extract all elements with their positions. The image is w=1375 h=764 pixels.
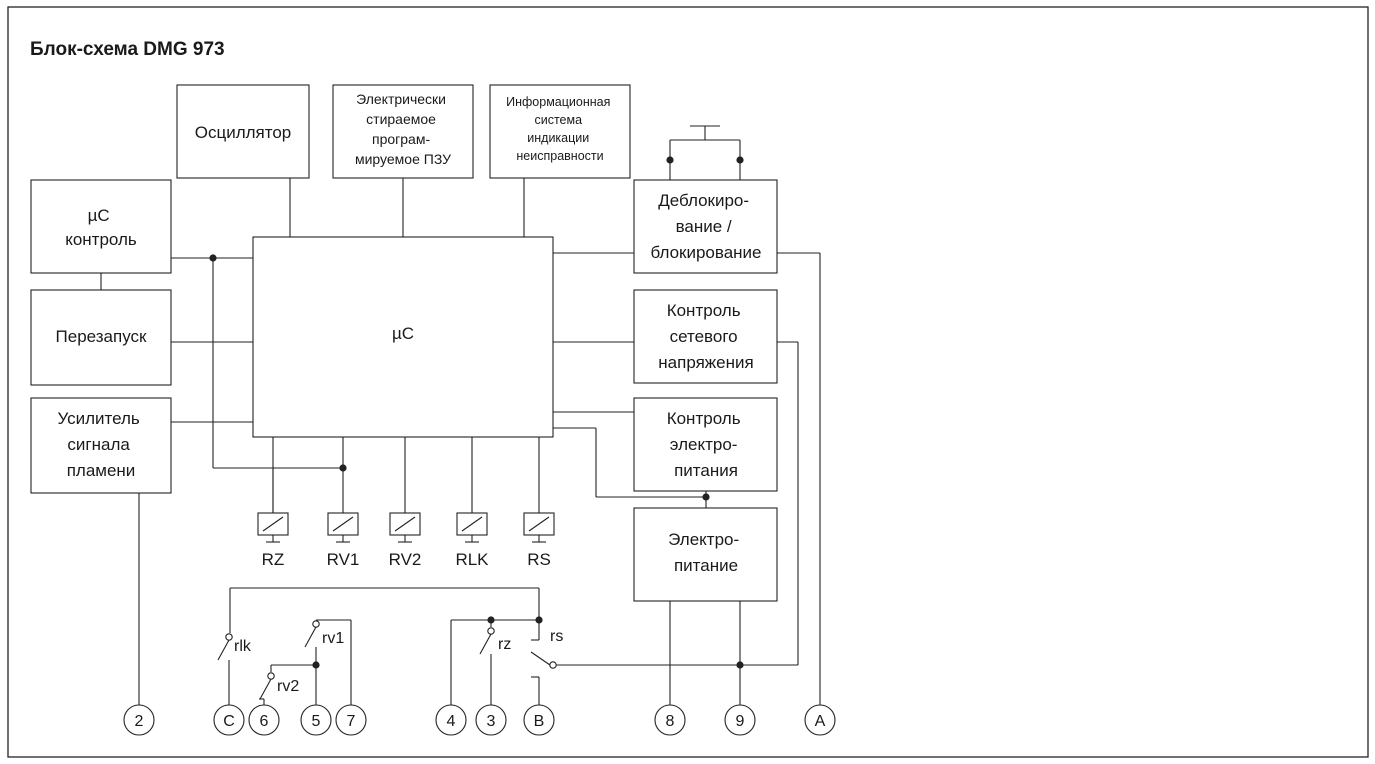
unlock-block: [633, 179, 778, 274]
switch-pivots: [225, 620, 557, 680]
diagram-title: Блок-схема DMG 973: [30, 39, 225, 60]
mains-control-label: Контроль сетевого напряжения: [658, 301, 753, 372]
power-control-label: Контроль электро- питания: [667, 409, 746, 480]
uc-control-label: µC контроль: [65, 206, 137, 249]
wires: [30, 84, 821, 705]
switch-label-rz: rz: [498, 636, 511, 653]
switch-label-rs: rs: [550, 628, 563, 645]
junctions: [209, 156, 744, 669]
terminal-label: A: [815, 713, 826, 730]
terminal-label: B: [534, 713, 545, 730]
power-supply-block: [633, 507, 778, 602]
relay-label: RV1: [327, 550, 360, 569]
terminal-label: C: [223, 713, 235, 730]
restart-label: Перезапуск: [56, 327, 147, 346]
power-supply-label: Электро- питание: [668, 530, 744, 575]
eeprom-label: Электрически стираемое програм- мируемое…: [355, 91, 451, 167]
switch-label-rv1: rv1: [322, 630, 344, 647]
terminal-label: 9: [736, 713, 745, 730]
flame-amplifier-label: Усилитель сигнала пламени: [57, 409, 144, 480]
relay-label: RS: [527, 550, 551, 569]
diagram-frame: [7, 6, 1369, 758]
flame-amplifier-block: [30, 397, 172, 494]
terminal-label: 7: [347, 713, 356, 730]
terminal-label: 3: [487, 713, 496, 730]
relay-label: RV2: [389, 550, 422, 569]
terminal-label: 6: [260, 713, 269, 730]
terminal-label: 5: [312, 713, 321, 730]
oscillator-label: Осциллятор: [195, 123, 292, 142]
terminal-label: 4: [447, 713, 456, 730]
uc-control-block: [30, 179, 172, 274]
relay-label: RLK: [455, 550, 489, 569]
microcontroller-label: µC: [392, 324, 414, 343]
oscillator-block: [176, 84, 310, 179]
switch-label-rv2: rv2: [277, 678, 299, 695]
terminal-label: 2: [135, 713, 144, 730]
switch-label-rlk: rlk: [234, 638, 252, 655]
terminal-label: 8: [666, 713, 675, 730]
mains-control-block: [633, 289, 778, 384]
fault-indication-label: Информационная система индикации неиспра…: [506, 95, 614, 163]
relay-label: RZ: [262, 550, 285, 569]
unlock-label: Деблокиро- вание / блокирование: [650, 191, 761, 262]
terminal-rings: [123, 704, 836, 736]
fault-indication-block: [489, 84, 631, 179]
